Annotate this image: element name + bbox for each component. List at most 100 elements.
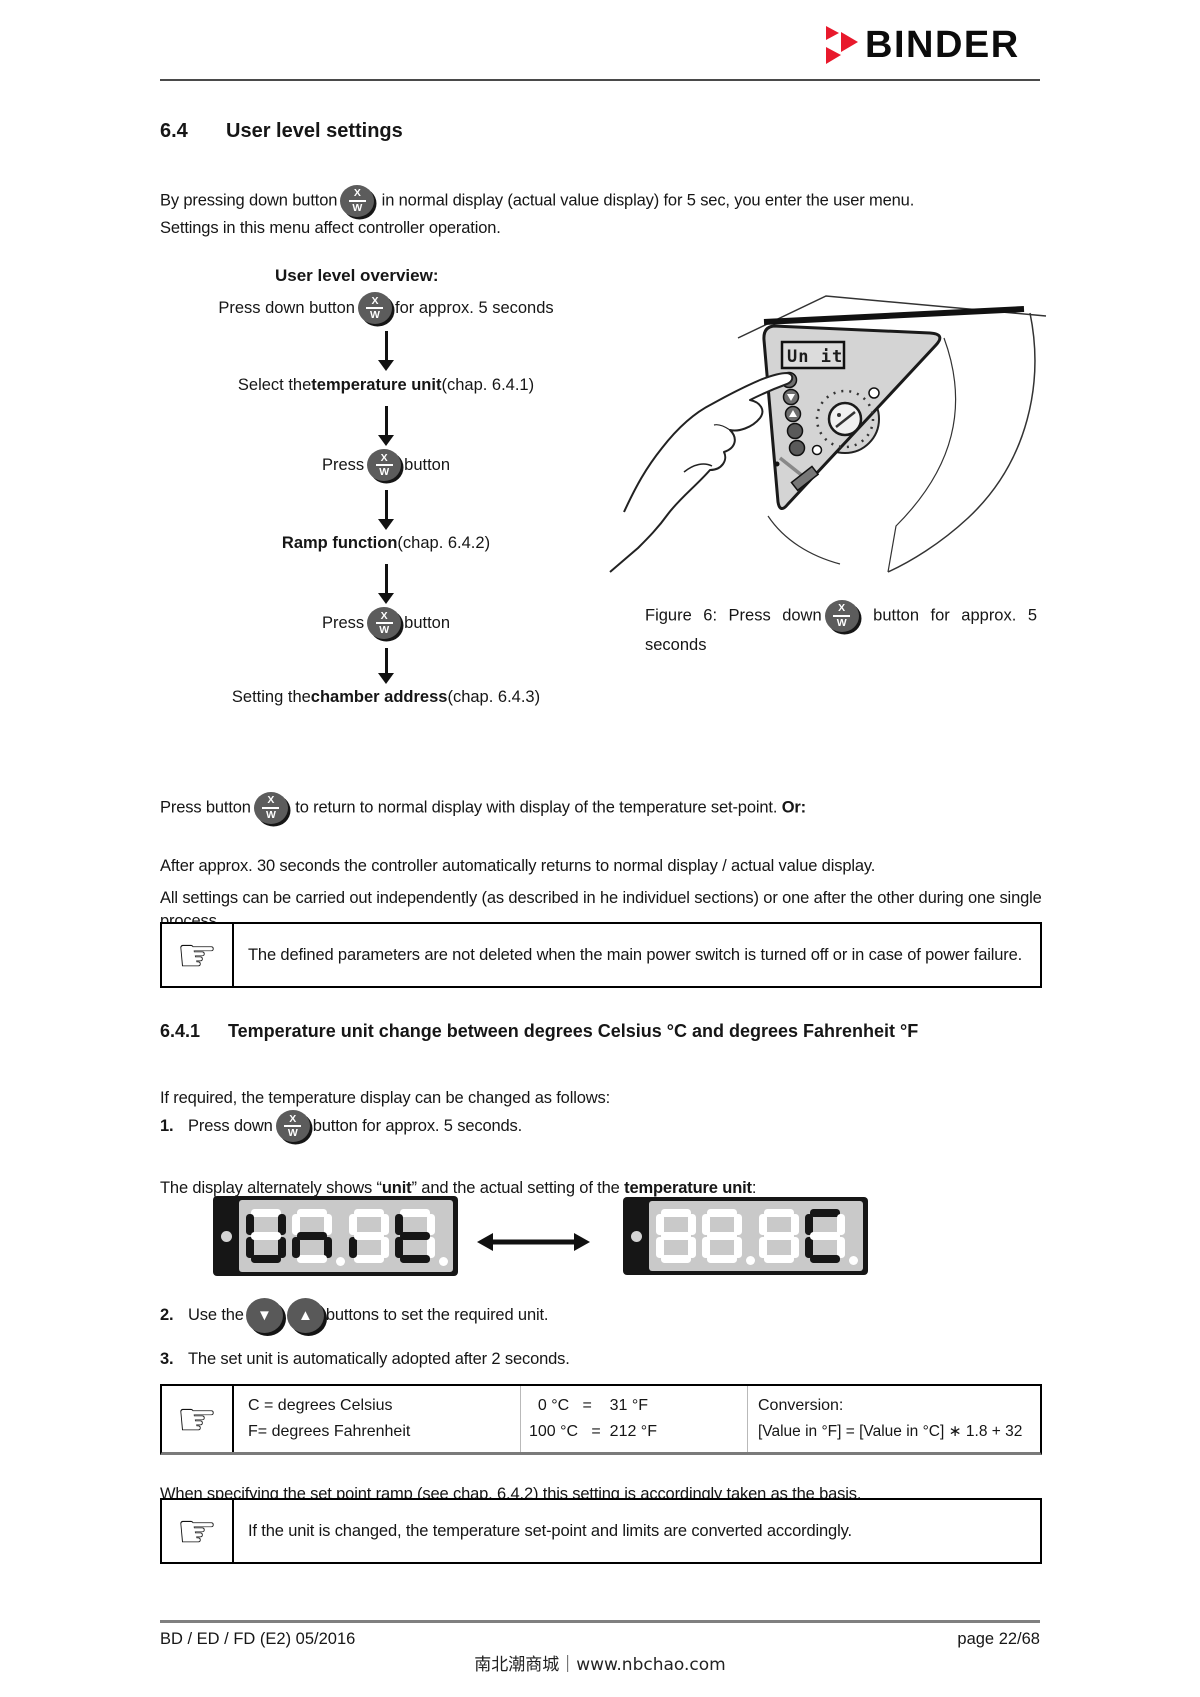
flow-text: (chap. 6.4.3) bbox=[447, 688, 541, 706]
body-text-bold: temperature unit bbox=[624, 1178, 752, 1197]
flow-text: Select the bbox=[237, 376, 312, 394]
step-2: 2. Use the ▼▲ buttons to set the require… bbox=[160, 1294, 1044, 1336]
binder-logo: BINDER bbox=[820, 22, 1020, 68]
header-rule bbox=[160, 79, 1040, 81]
celsius-label: C = degrees Celsius bbox=[248, 1397, 393, 1414]
flow-down-arrow-icon bbox=[378, 406, 394, 446]
flow-down-arrow-icon bbox=[378, 331, 394, 371]
seven-segment-digit bbox=[759, 1209, 799, 1263]
pointing-hand-icon: ☞ bbox=[162, 1386, 234, 1452]
flow-step-temperature-unit: Select the temperature unit (chap. 6.4.1… bbox=[238, 376, 534, 395]
decimal-point bbox=[849, 1256, 858, 1265]
section-title: Temperature unit change between degrees … bbox=[228, 1021, 919, 1041]
seven-segment-display-unit bbox=[213, 1196, 458, 1276]
auto-return-paragraph: After approx. 30 seconds the controller … bbox=[160, 856, 876, 875]
note-box-parameters: ☞ The defined parameters are not deleted… bbox=[160, 922, 1042, 988]
step-text: Press down bbox=[188, 1116, 273, 1135]
pointing-hand-icon: ☞ bbox=[162, 924, 234, 986]
hand-illustration bbox=[609, 372, 794, 573]
flow-down-arrow-icon bbox=[378, 564, 394, 604]
conversion-title: Conversion: bbox=[758, 1397, 844, 1414]
alternate-double-arrow-icon bbox=[477, 1233, 590, 1251]
flow-text: button bbox=[404, 613, 451, 632]
footer-document-id: BD / ED / FD (E2) 05/2016 bbox=[160, 1630, 356, 1648]
if-required-paragraph: If required, the temperature display can… bbox=[160, 1088, 611, 1107]
arrow-down-button-icon: ▼ bbox=[245, 1297, 283, 1333]
seven-segment-digit bbox=[292, 1209, 332, 1263]
intro-text: Settings in this menu affect controller … bbox=[160, 218, 501, 237]
body-text: Press button bbox=[160, 797, 251, 816]
section-heading-6-4: 6.4 User level settings bbox=[160, 120, 403, 143]
footer: BD / ED / FD (E2) 05/2016 page 22/68 bbox=[160, 1630, 1040, 1649]
display-screen bbox=[239, 1200, 453, 1272]
conversion-example-1: 0 °C = 31 °F bbox=[529, 1397, 649, 1414]
body-text: : bbox=[751, 1178, 757, 1197]
conversion-examples: 0 °C = 31 °F 100 °C = 212 °F bbox=[520, 1386, 747, 1452]
flow-text: Press down button bbox=[218, 298, 355, 317]
flow-down-arrow-icon bbox=[378, 490, 394, 530]
step-number: 1. bbox=[160, 1116, 174, 1135]
step-text: Use the bbox=[188, 1305, 244, 1324]
arrow-up-button-icon: ▲ bbox=[286, 1297, 324, 1333]
body-text-bold: unit bbox=[381, 1178, 412, 1197]
note-box-conversion: ☞ C = degrees Celsius F= degrees Fahrenh… bbox=[160, 1384, 1042, 1455]
fahrenheit-label: F= degrees Fahrenheit bbox=[248, 1423, 411, 1440]
flow-text-bold: Ramp function bbox=[281, 534, 398, 552]
conversion-formula-col: Conversion: [Value in °F] = [Value in °C… bbox=[747, 1386, 1040, 1452]
caption-text: Figure 6: Press down bbox=[645, 605, 822, 624]
flow-text: (chap. 6.4.2) bbox=[397, 534, 491, 552]
display-led-bar bbox=[213, 1200, 239, 1272]
step-number: 2. bbox=[160, 1305, 174, 1324]
footer-page-number: page 22/68 bbox=[957, 1630, 1040, 1648]
section-number: 6.4 bbox=[160, 120, 188, 142]
flow-text-bold: chamber address bbox=[310, 688, 448, 706]
flow-text: Setting the bbox=[231, 688, 311, 706]
display-led-bar bbox=[623, 1201, 649, 1271]
flow-text: button bbox=[404, 455, 451, 474]
seven-segment-digit bbox=[349, 1209, 389, 1263]
section-number: 6.4.1 bbox=[160, 1021, 201, 1041]
display-led bbox=[220, 1230, 232, 1242]
section-title: User level settings bbox=[226, 120, 403, 142]
body-text: ” and the actual setting of the bbox=[411, 1178, 625, 1197]
display-alternates-paragraph: The display alternately shows “unit” and… bbox=[160, 1177, 1044, 1200]
display-led bbox=[630, 1230, 642, 1242]
footer-rule bbox=[160, 1620, 1040, 1623]
conversion-example-2: 100 °C = 212 °F bbox=[529, 1423, 657, 1440]
body-text: The display alternately shows “ bbox=[160, 1178, 382, 1197]
panel-display-text: Un it bbox=[787, 347, 843, 367]
decimal-point bbox=[336, 1257, 345, 1266]
seven-segment-digit bbox=[246, 1209, 286, 1263]
pointing-hand-icon: ☞ bbox=[162, 1500, 234, 1562]
overview-title: User level overview: bbox=[275, 266, 439, 285]
conversion-formula: [Value in °F] = [Value in °C] ∗ 1.8 + 32 bbox=[758, 1423, 1023, 1440]
flow-text-bold: temperature unit bbox=[311, 376, 442, 394]
note-text: If the unit is changed, the temperature … bbox=[248, 1522, 852, 1540]
seven-segment-digit bbox=[805, 1209, 845, 1263]
binder-logo-text: BINDER bbox=[865, 23, 1020, 66]
intro-text: in normal display (actual value display)… bbox=[377, 190, 915, 209]
seven-segment-digit bbox=[702, 1209, 742, 1263]
seven-segment-digit bbox=[656, 1209, 696, 1263]
body-text: to return to normal display with display… bbox=[290, 797, 782, 816]
decimal-point bbox=[746, 1256, 755, 1265]
controller-panel-illustration: Un it bbox=[609, 295, 1047, 573]
intro-text: By pressing down button bbox=[160, 190, 338, 209]
flow-step-ramp-function: Ramp function (chap. 6.4.2) bbox=[282, 534, 490, 553]
footer-watermark: 南北潮商城｜www.nbchao.com bbox=[474, 1655, 726, 1675]
step-number: 3. bbox=[160, 1350, 174, 1368]
flow-text: for approx. 5 seconds bbox=[394, 298, 554, 317]
flow-text: Press bbox=[321, 455, 365, 474]
display-screen bbox=[649, 1201, 863, 1271]
